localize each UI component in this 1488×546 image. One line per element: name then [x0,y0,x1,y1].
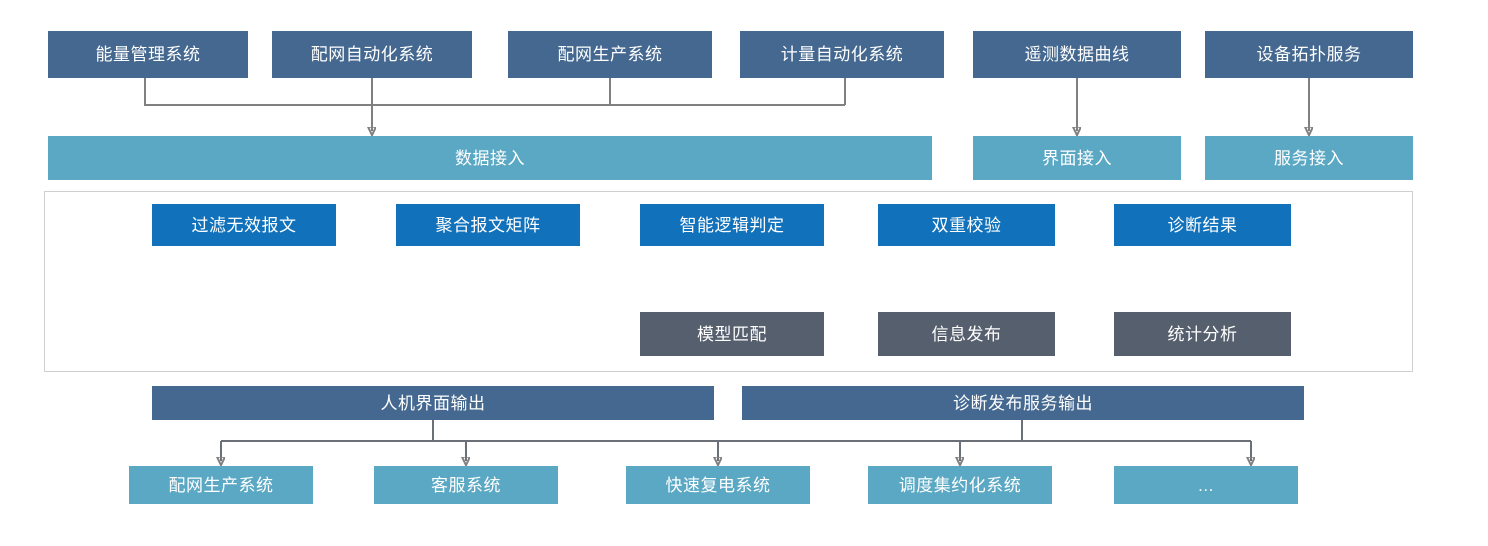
pipeline-node-intelligent-logic-judgment[interactable]: 智能逻辑判定 [640,204,824,246]
access-node-ui-access[interactable]: 界面接入 [973,136,1181,180]
wires-service-output-to-consumers [718,420,1251,461]
pipeline-node-aggregate-message-matrix[interactable]: 聚合报文矩阵 [396,204,580,246]
result-node-information-publishing[interactable]: 信息发布 [878,312,1055,356]
pipeline-node-double-verification[interactable]: 双重校验 [878,204,1055,246]
consumer-node-distribution-production[interactable]: 配网生产系统 [129,466,313,504]
wires-sources-to-data-access [144,78,846,131]
pipeline-node-filter-invalid-messages[interactable]: 过滤无效报文 [152,204,336,246]
node-label: 调度集约化系统 [898,475,1022,495]
node-label: 快速复电系统 [665,475,771,495]
consumer-node-more[interactable]: ... [1114,466,1298,504]
node-label: 计量自动化系统 [780,45,904,64]
node-label: 统计分析 [1167,324,1238,344]
node-label: ... [1198,475,1214,495]
node-label: 设备拓扑服务 [1256,45,1362,64]
pipeline-node-diagnosis-result[interactable]: 诊断结果 [1114,204,1291,246]
node-label: 过滤无效报文 [191,215,297,235]
result-node-statistical-analysis[interactable]: 统计分析 [1114,312,1291,356]
output-node-diagnosis-publish-service-output[interactable]: 诊断发布服务输出 [742,386,1304,420]
node-label: 数据接入 [455,148,525,168]
wires-hmi-output-to-consumers [221,420,718,461]
node-label: 配网自动化系统 [310,45,434,64]
node-label: 模型匹配 [697,324,767,344]
source-node-distribution-automation[interactable]: 配网自动化系统 [272,31,472,78]
source-node-metering-automation[interactable]: 计量自动化系统 [740,31,944,78]
source-node-telemetry-curve[interactable]: 遥测数据曲线 [973,31,1181,78]
node-label: 信息发布 [931,324,1002,344]
node-label: 人机界面输出 [380,393,486,413]
node-label: 服务接入 [1274,148,1344,168]
node-label: 智能逻辑判定 [679,215,785,235]
node-label: 双重校验 [931,215,1002,235]
consumer-node-fast-power-restoration[interactable]: 快速复电系统 [626,466,810,504]
consumer-node-dispatch-intensive[interactable]: 调度集约化系统 [868,466,1052,504]
node-label: 能量管理系统 [95,45,201,64]
access-node-data-access[interactable]: 数据接入 [48,136,932,180]
source-node-energy-management[interactable]: 能量管理系统 [48,31,248,78]
access-node-service-access[interactable]: 服务接入 [1205,136,1413,180]
node-label: 遥测数据曲线 [1024,45,1130,64]
source-node-distribution-production[interactable]: 配网生产系统 [508,31,712,78]
output-node-hmi-output[interactable]: 人机界面输出 [152,386,714,420]
node-label: 界面接入 [1042,148,1112,168]
result-node-model-matching[interactable]: 模型匹配 [640,312,824,356]
node-label: 聚合报文矩阵 [435,215,541,235]
node-label: 客服系统 [431,475,501,495]
consumer-node-customer-service[interactable]: 客服系统 [374,466,558,504]
node-label: 配网生产系统 [557,45,663,64]
node-label: 诊断发布服务输出 [953,393,1093,413]
node-label: 配网生产系统 [168,475,274,495]
node-label: 诊断结果 [1167,215,1238,235]
source-node-device-topology-service[interactable]: 设备拓扑服务 [1205,31,1413,78]
